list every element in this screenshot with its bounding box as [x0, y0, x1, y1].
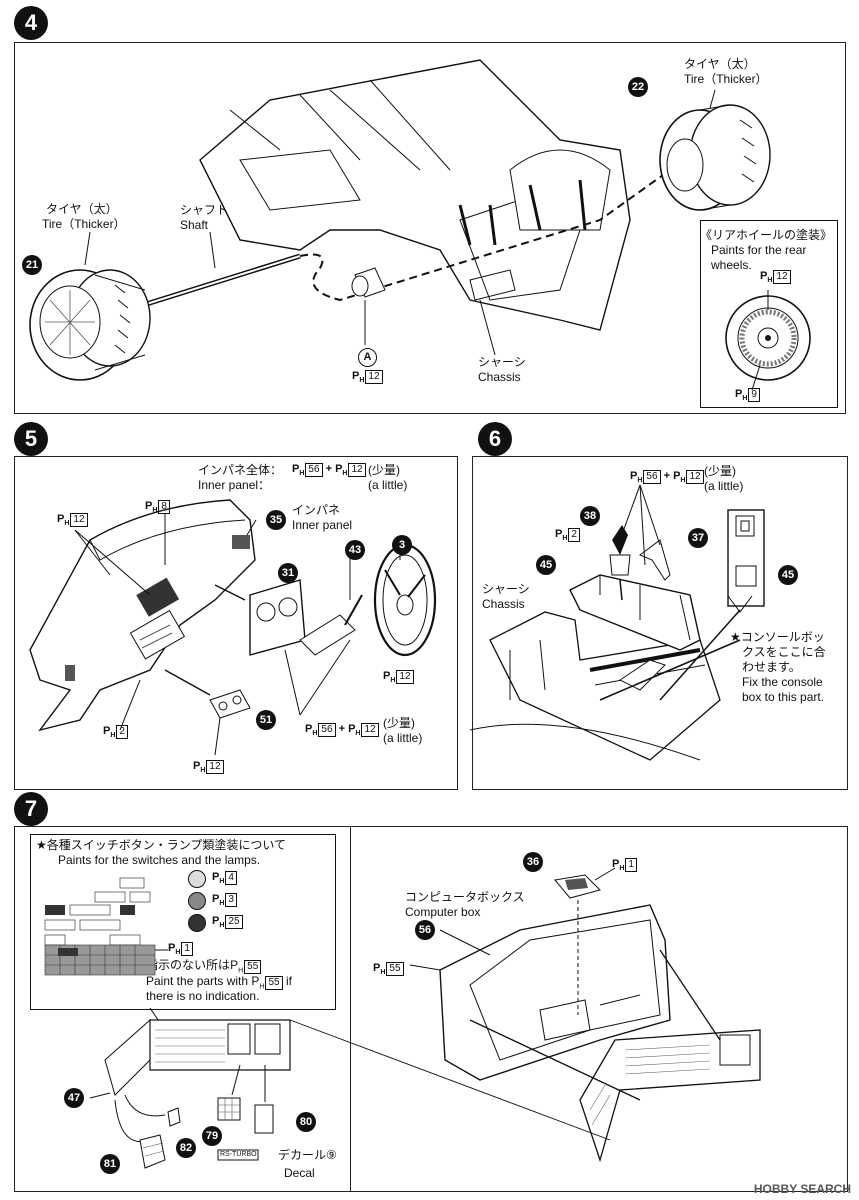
bottom-small-en: (a little) [383, 731, 423, 745]
decal-jp: デカール⑨ [278, 1148, 337, 1162]
console-jp2: クスをここに合 [742, 645, 826, 659]
tire-right-jp: タイヤ（太） [684, 57, 756, 71]
part-21: 21 [22, 255, 42, 275]
tire-left-jp: タイヤ（太） [46, 202, 118, 216]
part-22: 22 [628, 77, 648, 97]
shaft-jp: シャフト [180, 203, 229, 217]
part-45-right: 45 [778, 565, 798, 585]
inpane-all-en: Inner panel： [198, 478, 271, 492]
console-en1: Fix the console [742, 675, 823, 689]
inpane-en: Inner panel [292, 518, 353, 532]
part-a: A [358, 348, 377, 367]
step-4-drawing [29, 59, 771, 381]
inpane-small-en: (a little) [368, 478, 408, 492]
inpane-all-jp: インパネ全体： [198, 463, 283, 477]
switch-en: Paints for the switches and the lamps. [58, 853, 261, 867]
step-4-number: 4 [14, 6, 48, 40]
switch-jp: ★各種スイッチボタン・ランプ類塗装について [36, 838, 287, 852]
part-36: 36 [523, 852, 543, 872]
part-47: 47 [64, 1088, 84, 1108]
part-37: 37 [688, 528, 708, 548]
part-35: 35 [266, 510, 286, 530]
chassis-en-4: Chassis [478, 370, 521, 384]
computer-box-en: Computer box [405, 905, 481, 919]
step-6-number: 6 [478, 422, 512, 456]
step-6-drawing [469, 484, 765, 761]
decal-plate: RS-TURBO [220, 1151, 257, 1158]
part-38: 38 [580, 506, 600, 526]
step6-small-en: (a little) [704, 479, 744, 493]
decal-en: Decal [284, 1166, 315, 1180]
no-indication-en2: there is no indication. [146, 989, 260, 1003]
part-43: 43 [345, 540, 365, 560]
swatch-light [188, 870, 206, 888]
shaft-en: Shaft [180, 218, 209, 232]
part-56: 56 [415, 920, 435, 940]
step-7-number: 7 [14, 792, 48, 826]
chassis-jp-4: シャーシ [478, 355, 526, 369]
swatch-mid [188, 892, 206, 910]
chassis-en-6: Chassis [482, 597, 525, 611]
rear-wheel-title-en2: wheels. [711, 258, 752, 272]
chassis-jp-6: シャーシ [482, 582, 530, 596]
swatch-dark [188, 914, 206, 932]
tire-right-en: Tire（Thicker） [684, 72, 768, 86]
step-5-number: 5 [14, 422, 48, 456]
inpane-small-jp: (少量) [368, 463, 400, 477]
inpane-jp: インパネ [292, 503, 341, 517]
part-45-left: 45 [536, 555, 556, 575]
part-82: 82 [176, 1138, 196, 1158]
rear-wheel-title-en1: Paints for the rear [711, 243, 807, 257]
part-81: 81 [100, 1154, 120, 1174]
watermark: HOBBY SEARCH [753, 1182, 851, 1196]
rear-wheel-title-jp: 《リアホイールの塗装》 [700, 228, 833, 242]
part-80: 80 [296, 1112, 316, 1132]
part-31: 31 [278, 563, 298, 583]
console-en2: box to this part. [742, 690, 825, 704]
bottom-small-jp: (少量) [383, 716, 415, 730]
computer-box-jp: コンピュータボックス [405, 890, 525, 904]
console-jp1: ★コンソールボッ [730, 630, 825, 644]
part-51: 51 [256, 710, 276, 730]
step6-small-jp: (少量) [704, 464, 736, 478]
console-jp3: わせます。 [742, 660, 801, 674]
part-3: 3 [392, 535, 412, 555]
tire-left-en: Tire（Thicker） [42, 217, 126, 231]
rear-wheel-icon [725, 290, 811, 391]
part-79: 79 [202, 1126, 222, 1146]
step-5-drawing [29, 499, 437, 756]
